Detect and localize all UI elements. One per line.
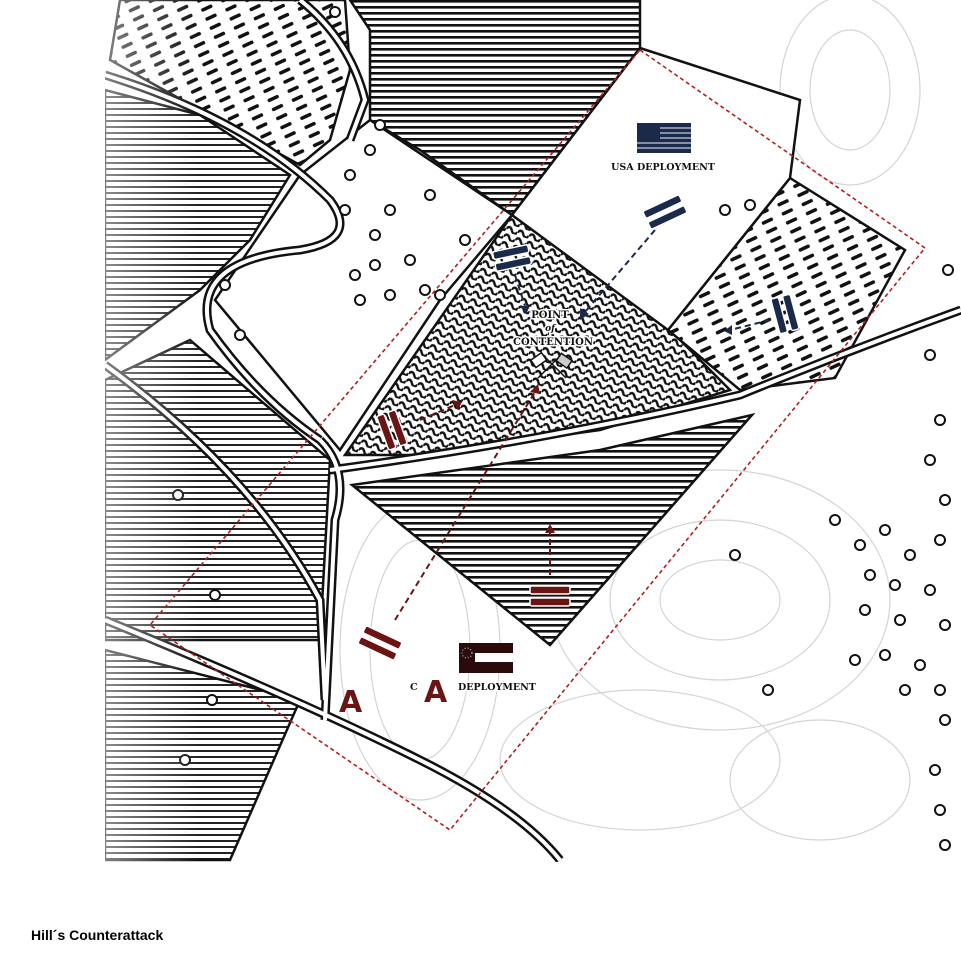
field-top [348,0,642,217]
point-label: POINT [531,310,569,321]
usa-unit [491,244,533,272]
csa-deployment-label: DEPLOYMENT [458,682,536,693]
usa-deployment-label: USA DEPLOYMENT [611,162,715,173]
deployment-boundary [148,48,927,832]
objective-marker: A [424,675,448,710]
objective-marker: A [339,685,363,720]
of-label: of [545,324,557,334]
field-usa-deployment [510,46,802,332]
csa-flag-icon [459,643,513,673]
csa-unit [529,585,571,607]
csa-deployment-prefix: C [410,682,418,693]
arrow-heads [452,306,732,533]
trees [172,6,954,851]
usa-unit [642,194,688,230]
usa-flag-icon [637,123,691,153]
csa-unit [357,625,403,661]
roads [102,0,961,863]
contention-label: CONTENTION [513,337,593,348]
csa-unit [376,409,408,451]
crossed-flags-icon [529,351,574,379]
usa-unit [770,293,800,335]
map-caption: Hill´s Counterattack [31,927,164,943]
movement-arrows [394,229,771,621]
battle-map: POINT of CONTENTION USA DEPLOYMENT C DEP… [0,0,961,870]
